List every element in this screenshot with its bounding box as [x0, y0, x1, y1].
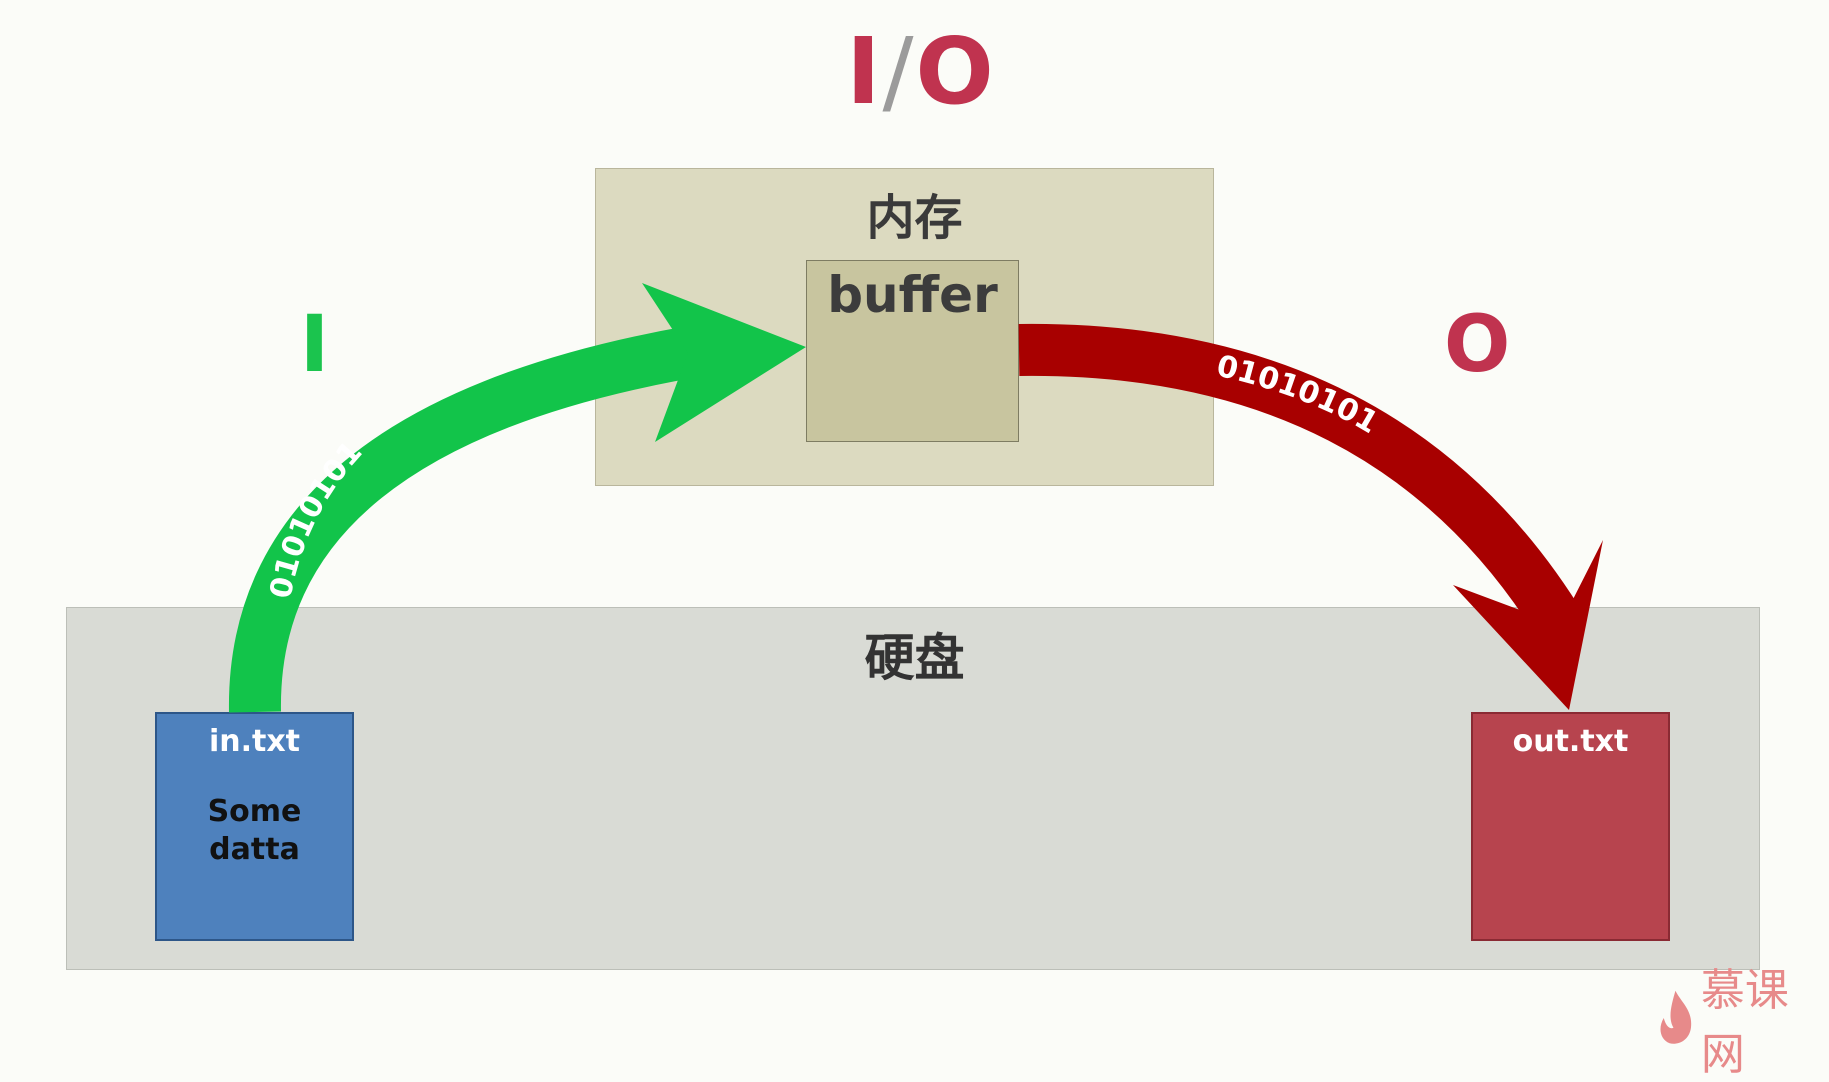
buffer-label: buffer: [827, 266, 998, 324]
disk-label: 硬盘: [864, 629, 965, 687]
title-input: I: [846, 18, 881, 125]
output-arrow-shaft: [1018, 323, 1586, 644]
memory-label: 内存: [866, 190, 963, 246]
flame-logo-icon: [1660, 990, 1692, 1044]
input-label: I: [300, 300, 330, 390]
input-file-content: Some datta: [207, 794, 302, 867]
output-label: O: [1444, 300, 1511, 390]
input-arrow-head: [642, 283, 806, 442]
input-file: in.txt Some datta: [155, 712, 354, 941]
input-file-name: in.txt: [208, 724, 301, 759]
title-output: O: [915, 18, 994, 125]
input-arrow-shaft: [228, 326, 695, 713]
title-slash: /: [882, 18, 914, 125]
io-diagram: I/O 内存 buffer 硬盘 in.txt Some datta out.t…: [66, 22, 1789, 1080]
output-file: out.txt: [1471, 712, 1670, 941]
watermark: 慕课网: [1656, 954, 1829, 1082]
diagram-title: I/O: [820, 22, 1020, 122]
output-arrow-head: [1453, 540, 1603, 710]
watermark-text: 慕课网: [1700, 965, 1789, 1080]
buffer-box: [806, 260, 1019, 442]
flow-arrows: 01010101 01010101: [228, 283, 1603, 713]
output-file-name: out.txt: [1512, 724, 1629, 759]
